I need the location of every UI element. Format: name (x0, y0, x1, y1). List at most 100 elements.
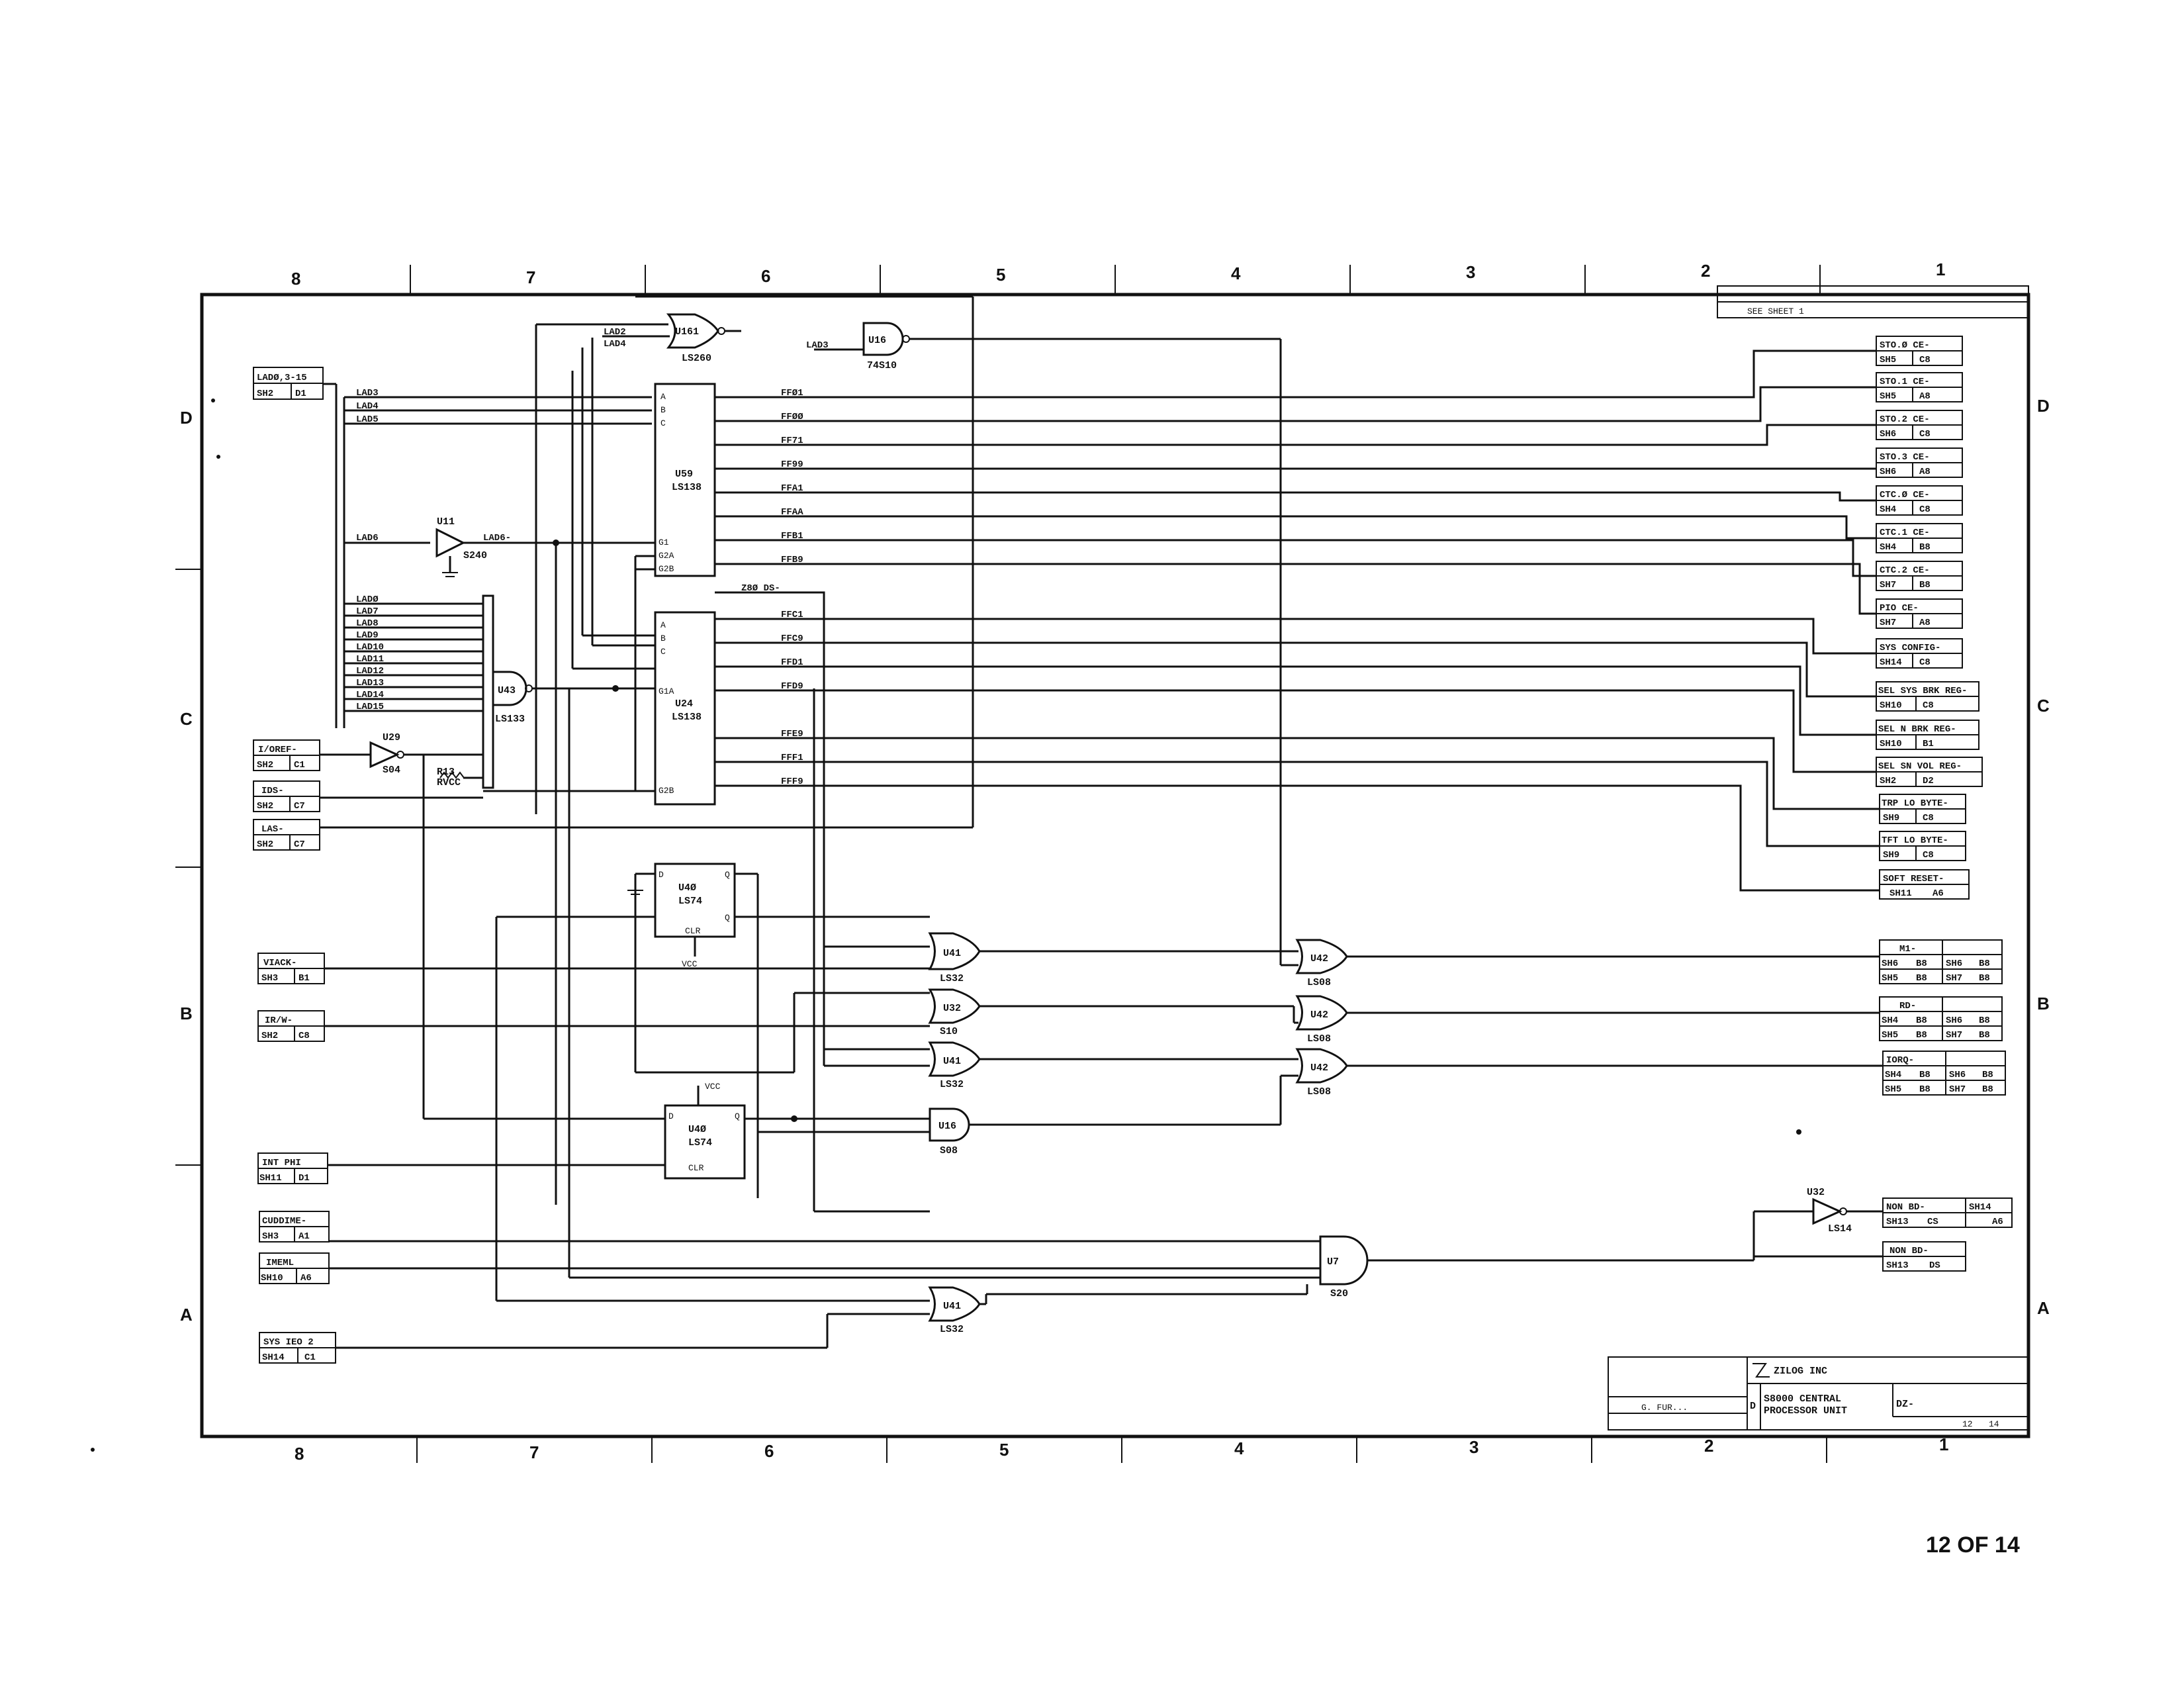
svg-text:SH13: SH13 (1886, 1217, 1909, 1227)
conn-sto2-name: STO.2 CE- (1880, 414, 1930, 425)
title-of: 14 (1989, 1419, 1999, 1429)
svg-text:LAD3: LAD3 (806, 340, 829, 351)
svg-text:B8: B8 (1916, 1015, 1927, 1026)
svg-text:74S10: 74S10 (867, 360, 897, 371)
svg-text:A6: A6 (1933, 888, 1944, 899)
title-line-1: S8000 CENTRAL (1764, 1393, 1841, 1405)
title-dwg-prefix: DZ- (1896, 1399, 1914, 1410)
svg-text:A: A (660, 392, 666, 402)
svg-text:SH7: SH7 (1949, 1084, 1966, 1095)
u43-nand-gate: U43 LS133 (482, 594, 549, 789)
svg-text:LAD9: LAD9 (356, 630, 379, 641)
svg-text:SH11: SH11 (1889, 888, 1912, 899)
svg-text:SH4: SH4 (1882, 1015, 1898, 1026)
svg-text:B8: B8 (1919, 580, 1931, 590)
svg-text:U42: U42 (1310, 1009, 1328, 1021)
svg-text:G2B: G2B (659, 786, 674, 796)
svg-text:SH6: SH6 (1946, 1015, 1962, 1026)
svg-text:C8: C8 (1919, 355, 1931, 365)
grid-row-d-left: D (180, 408, 193, 428)
svg-text:B8: B8 (1979, 959, 1990, 969)
svg-text:U32: U32 (943, 1003, 961, 1014)
svg-text:C: C (660, 647, 666, 657)
svg-text:LAD13: LAD13 (356, 678, 384, 688)
svg-text:LS74: LS74 (688, 1137, 712, 1149)
svg-text:B8: B8 (1916, 1030, 1927, 1041)
svg-text:A8: A8 (1919, 618, 1931, 628)
svg-text:SH7: SH7 (1880, 580, 1896, 590)
conn-sto0-name: STO.Ø CE- (1880, 340, 1930, 351)
svg-text:G1A: G1A (659, 686, 674, 696)
scan-marks (91, 399, 1801, 1452)
svg-text:FFB1: FFB1 (781, 531, 803, 541)
conn-viack-name: VIACK- (263, 958, 296, 968)
grid-col-4: 4 (1231, 263, 1241, 283)
svg-text:SH2: SH2 (261, 1031, 278, 1041)
conn-ctc2-name: CTC.2 CE- (1880, 565, 1930, 576)
grid-col-2: 2 (1701, 261, 1710, 281)
svg-text:C: C (660, 418, 666, 428)
title-company: ZILOG INC (1774, 1366, 1827, 1377)
title-size: D (1750, 1401, 1756, 1412)
grid-column-labels-top: 8 7 6 5 4 3 2 1 (291, 259, 1945, 289)
svg-text:U16: U16 (868, 335, 886, 346)
u16-nand-top: U16 74S10 LAD3 (806, 322, 1282, 965)
svg-text:B8: B8 (1919, 1084, 1931, 1095)
svg-text:SH2: SH2 (1880, 776, 1896, 786)
grid-row-labels: D C B A D C B A (180, 396, 2050, 1325)
drawing-frame (200, 293, 2030, 1438)
svg-text:C1: C1 (304, 1352, 316, 1363)
title-sheet: 12 (1962, 1419, 1973, 1429)
svg-text:LS260: LS260 (682, 353, 711, 364)
svg-text:U24: U24 (675, 698, 693, 710)
u42a-or-gate: U42 LS08 (1281, 939, 1880, 988)
svg-text:U41: U41 (943, 948, 961, 959)
title-line-2: PROCESSOR UNIT (1764, 1405, 1847, 1417)
svg-text:CLR: CLR (685, 926, 701, 936)
svg-text:U29: U29 (383, 732, 400, 743)
svg-text:SH6: SH6 (1946, 959, 1962, 969)
svg-text:FFA1: FFA1 (781, 483, 803, 494)
svg-text:SH10: SH10 (1880, 739, 1902, 749)
svg-text:FFB9: FFB9 (781, 555, 803, 565)
conn-selnbrk-name: SEL N BRK REG- (1878, 724, 1956, 735)
svg-text:SH13: SH13 (1886, 1260, 1909, 1271)
svg-text:LAD2: LAD2 (604, 327, 626, 338)
svg-text:U4Ø: U4Ø (688, 1124, 706, 1135)
svg-text:A1: A1 (298, 1231, 310, 1242)
conn-imeml-name: IMEML (266, 1258, 294, 1268)
svg-text:SH3: SH3 (261, 973, 278, 984)
svg-text:LAD15: LAD15 (356, 702, 384, 712)
net-lad3: LAD3 (356, 388, 379, 399)
net-z80-ds: Z8Ø DS- (741, 583, 780, 594)
svg-text:B1: B1 (1923, 739, 1934, 749)
svg-text:D2: D2 (1923, 776, 1934, 786)
grid-col-8: 8 (291, 269, 300, 289)
svg-text:B8: B8 (1979, 1015, 1990, 1026)
svg-text:SH4: SH4 (1885, 1070, 1901, 1080)
conn-selsysbrk-name: SEL SYS BRK REG- (1878, 686, 1967, 696)
svg-text:C8: C8 (298, 1031, 310, 1041)
svg-text:SH14: SH14 (1880, 657, 1902, 668)
u41a-or-gate: U41 LS32 (324, 932, 1281, 984)
svg-text:C8: C8 (1919, 429, 1931, 440)
svg-text:S240: S240 (463, 550, 487, 561)
grid-row-d-right: D (2037, 396, 2050, 416)
conn-ctc0-name: CTC.Ø CE- (1880, 490, 1930, 500)
conn-ioref-name: I/OREF- (258, 745, 297, 755)
svg-text:LADØ: LADØ (356, 594, 379, 605)
svg-text:A8: A8 (1919, 391, 1931, 402)
svg-text:SH5: SH5 (1880, 355, 1896, 365)
svg-text:SH11: SH11 (259, 1173, 282, 1184)
svg-text:C7: C7 (294, 801, 305, 812)
svg-text:LAD14: LAD14 (356, 690, 384, 700)
svg-text:FFD9: FFD9 (781, 681, 803, 692)
svg-text:B8: B8 (1982, 1070, 1993, 1080)
svg-text:D: D (659, 870, 664, 880)
svg-text:LAD4: LAD4 (604, 339, 626, 350)
svg-text:C8: C8 (1923, 813, 1934, 823)
u42b-or-gate: U42 LS08 (1294, 995, 1880, 1045)
u42c-or-gate: U42 LS08 (1281, 1048, 1883, 1098)
svg-text:LS08: LS08 (1307, 1086, 1331, 1098)
